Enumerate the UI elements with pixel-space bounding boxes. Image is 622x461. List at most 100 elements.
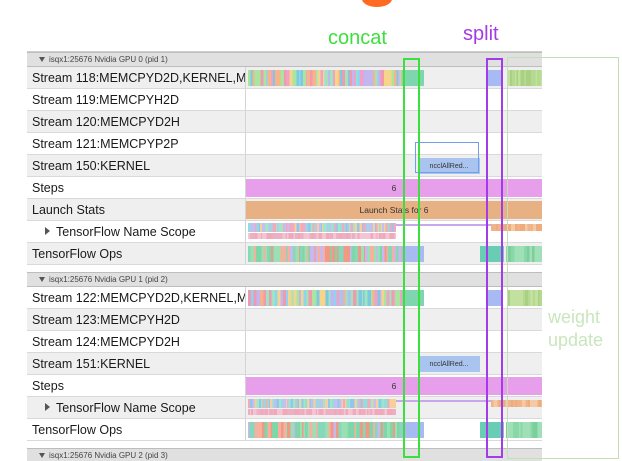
timeline-track[interactable]	[245, 331, 542, 353]
timeline-track[interactable]	[245, 243, 542, 265]
step-bar[interactable]: 6	[246, 377, 542, 395]
chevron-right-icon[interactable]	[45, 403, 50, 411]
timeline-row-label[interactable]: Stream 151:KERNEL	[27, 357, 245, 371]
timeline-row-label-text: Stream 123:MEMCPYH2D	[32, 313, 180, 327]
timeline-row-label[interactable]: TensorFlow Ops	[27, 247, 245, 261]
row-divider	[27, 220, 542, 221]
chevron-right-icon[interactable]	[45, 227, 50, 235]
timeline-row-label-text: TensorFlow Name Scope	[56, 225, 196, 239]
row-divider	[27, 418, 542, 419]
step-bar[interactable]: 6	[246, 179, 542, 197]
timeline-row-label[interactable]: Stream 120:MEMCPYD2H	[27, 115, 245, 129]
chevron-down-icon[interactable]	[39, 57, 45, 62]
process-group-header[interactable]: isqx1:25676 Nvidia GPU 2 (pid 3)	[27, 448, 542, 461]
launch-stats-bar-label: Launch Stats for 6	[359, 205, 429, 215]
timeline-row-label[interactable]: Stream 124:MEMCPYD2H	[27, 335, 245, 349]
timeline-event-block[interactable]	[491, 400, 542, 407]
timeline-track[interactable]	[245, 309, 542, 331]
timeline-event-block[interactable]	[248, 223, 396, 232]
timeline-event-block[interactable]	[506, 422, 542, 438]
timeline-event-block[interactable]	[396, 224, 542, 226]
timeline-event-block[interactable]	[480, 246, 504, 262]
timeline-event-block[interactable]	[480, 422, 504, 438]
timeline-track[interactable]: Launch Stats for 6	[245, 199, 542, 221]
timeline-row[interactable]: Stream 119:MEMCPYH2D	[27, 89, 542, 111]
timeline-event-block[interactable]	[402, 422, 424, 438]
timeline-row-label[interactable]: Steps	[27, 181, 245, 195]
timeline-event-block[interactable]	[491, 224, 542, 231]
timeline-row-label-text: Steps	[32, 379, 64, 393]
timeline-event-block[interactable]	[248, 409, 396, 415]
timeline-track[interactable]	[245, 111, 542, 133]
timeline-track[interactable]	[245, 67, 542, 89]
timeline-row-label-text: Stream 124:MEMCPYD2H	[32, 335, 180, 349]
timeline-row[interactable]: Stream 118:MEMCPYD2D,KERNEL,ME	[27, 67, 542, 89]
timeline-row-label[interactable]: Launch Stats	[27, 203, 245, 217]
timeline-row[interactable]: Stream 120:MEMCPYD2H	[27, 111, 542, 133]
timeline-event-block[interactable]	[248, 399, 396, 408]
timeline-track[interactable]	[245, 221, 542, 243]
timeline-track[interactable]	[245, 89, 542, 111]
timeline-event-block[interactable]	[402, 290, 424, 306]
timeline-row[interactable]: Stream 150:KERNEL ncclAllRed...	[27, 155, 542, 177]
timeline-event-block[interactable]	[402, 70, 424, 86]
timeline-event-block[interactable]	[487, 70, 502, 86]
timeline-panel[interactable]: isqx1:25676 Nvidia GPU 0 (pid 1) Stream 1…	[27, 51, 542, 461]
row-divider	[27, 88, 542, 89]
timeline-track[interactable]: 6	[245, 177, 542, 199]
timeline-event-block[interactable]	[506, 246, 542, 262]
timeline-event-block[interactable]	[248, 290, 402, 306]
timeline-event-block[interactable]	[248, 70, 402, 86]
row-divider	[27, 264, 542, 265]
timeline-event-block[interactable]	[248, 233, 396, 239]
timeline-track[interactable]: ncclAllRed...	[245, 353, 542, 375]
timeline-row-label[interactable]: Stream 122:MEMCPYD2D,KERNEL,MI	[27, 291, 245, 305]
timeline-row-label[interactable]: Stream 150:KERNEL	[27, 159, 245, 173]
timeline-row-label-text: TensorFlow Ops	[32, 247, 123, 261]
timeline-row-label[interactable]: TensorFlow Name Scope	[27, 225, 245, 239]
nccl-all-reduce-bar[interactable]: ncclAllRed...	[418, 356, 480, 372]
nccl-all-reduce-bar[interactable]: ncclAllRed...	[418, 158, 480, 174]
timeline-row[interactable]: Stream 151:KERNEL ncclAllRed...	[27, 353, 542, 375]
timeline-row[interactable]: Steps 6	[27, 375, 542, 397]
timeline-event-block[interactable]	[248, 422, 402, 438]
launch-stats-bar[interactable]: Launch Stats for 6	[246, 201, 542, 219]
timeline-row-label[interactable]: Stream 121:MEMCPYP2P	[27, 137, 245, 151]
timeline-row-label[interactable]: Stream 118:MEMCPYD2D,KERNEL,ME	[27, 71, 245, 85]
process-group-header[interactable]: isqx1:25676 Nvidia GPU 1 (pid 2)	[27, 272, 542, 287]
timeline-event-block[interactable]	[508, 70, 542, 86]
timeline-track[interactable]	[245, 133, 542, 155]
timeline-event-block[interactable]	[402, 246, 424, 262]
timeline-track[interactable]	[245, 397, 542, 419]
timeline-row[interactable]: Launch Stats Launch Stats for 6	[27, 199, 542, 221]
timeline-row-label[interactable]: TensorFlow Name Scope	[27, 401, 245, 415]
timeline-row[interactable]: Stream 124:MEMCPYD2H	[27, 331, 542, 353]
timeline-row[interactable]: TensorFlow Name Scope	[27, 397, 542, 419]
timeline-event-block[interactable]	[508, 290, 542, 306]
orange-marker-icon	[362, 0, 392, 7]
chevron-down-icon[interactable]	[39, 453, 45, 458]
timeline-row[interactable]: TensorFlow Name Scope	[27, 221, 542, 243]
timeline-event-block[interactable]	[396, 400, 542, 402]
timeline-row[interactable]: Stream 123:MEMCPYH2D	[27, 309, 542, 331]
timeline-event-block[interactable]	[248, 246, 402, 262]
timeline-row[interactable]: TensorFlow Ops	[27, 419, 542, 441]
process-group-header[interactable]: isqx1:25676 Nvidia GPU 0 (pid 1)	[27, 52, 542, 67]
timeline-row-label[interactable]: TensorFlow Ops	[27, 423, 245, 437]
timeline-row-label-text: Stream 150:KERNEL	[32, 159, 151, 173]
timeline-track[interactable]: 6	[245, 375, 542, 397]
timeline-row-label[interactable]: Steps	[27, 379, 245, 393]
chevron-down-icon[interactable]	[39, 277, 45, 282]
timeline-row[interactable]: Stream 121:MEMCPYP2P	[27, 133, 542, 155]
timeline-row-label[interactable]: Stream 123:MEMCPYH2D	[27, 313, 245, 327]
timeline-track[interactable]	[245, 287, 542, 309]
timeline-row[interactable]: TensorFlow Ops	[27, 243, 542, 265]
timeline-track[interactable]: ncclAllRed...	[245, 155, 542, 177]
timeline-event-block[interactable]	[487, 290, 502, 306]
timeline-track[interactable]	[245, 419, 542, 441]
timeline-row-label[interactable]: Stream 119:MEMCPYH2D	[27, 93, 245, 107]
process-group-label: isqx1:25676 Nvidia GPU 2 (pid 3)	[49, 451, 168, 460]
timeline-row[interactable]: Stream 122:MEMCPYD2D,KERNEL,MI	[27, 287, 542, 309]
